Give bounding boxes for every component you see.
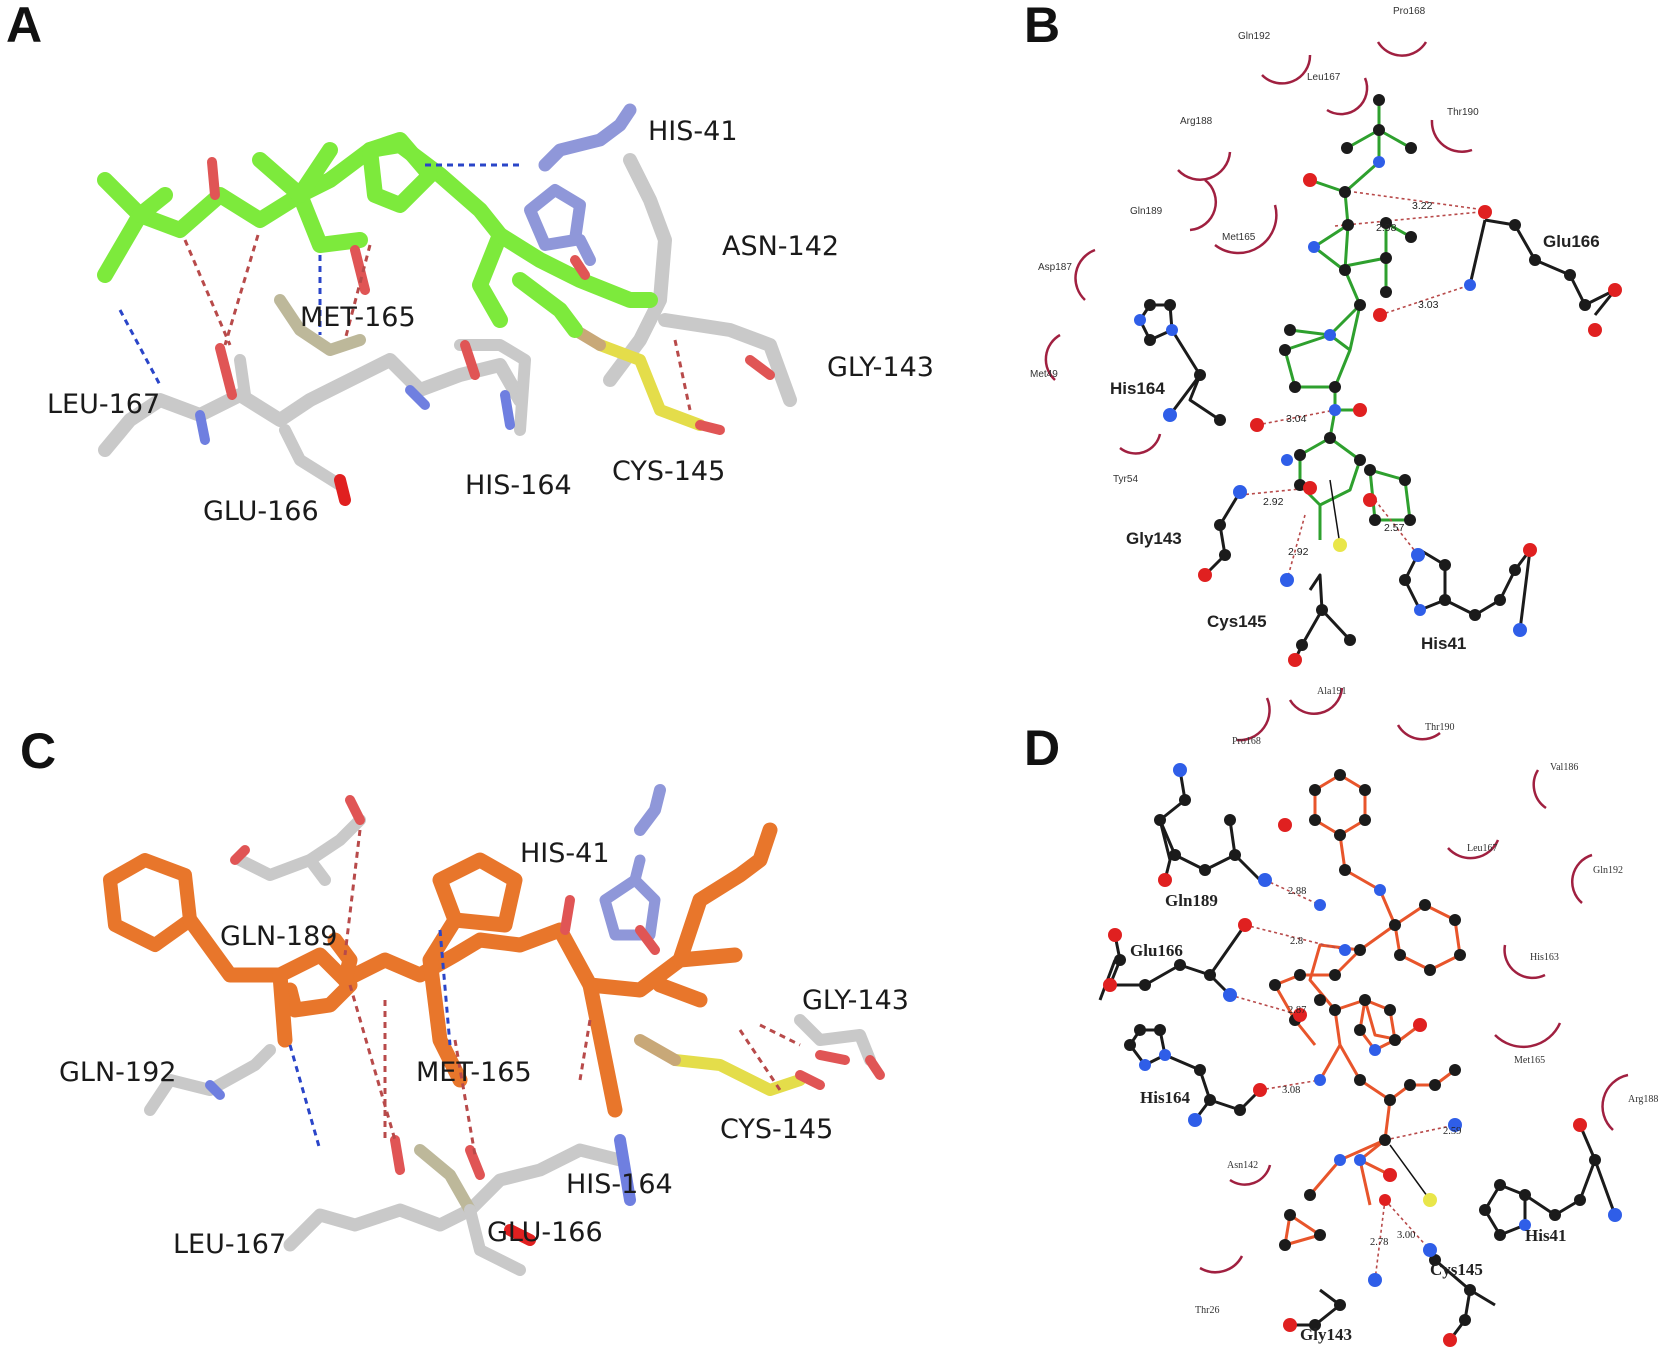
dist-b-5: 2.92 — [1263, 496, 1284, 508]
dist-b-1: 3.22 — [1412, 200, 1433, 212]
panel-b-hbonds — [1239, 191, 1486, 581]
dist-b-2: 2.98 — [1376, 222, 1397, 234]
dist-d-1: 2.88 — [1288, 886, 1306, 897]
label-a-his41: HIS-41 — [648, 116, 738, 147]
panel-d-atoms — [1103, 763, 1622, 1347]
panel-d: D — [1024, 686, 1658, 1347]
label-d-met165: Met165 — [1514, 1055, 1545, 1066]
label-b-arg188: Arg188 — [1180, 116, 1213, 127]
label-b-glu166: Glu166 — [1543, 232, 1600, 251]
panel-letter-c: C — [20, 723, 56, 779]
label-c-met165: MET-165 — [416, 1057, 532, 1088]
label-b-pro168: Pro168 — [1393, 6, 1426, 17]
panel-b-ligand-bonds — [1283, 100, 1413, 540]
dist-d-4: 2.59 — [1443, 1126, 1461, 1137]
label-d-arg188: Arg188 — [1628, 1094, 1658, 1105]
label-c-gln189: GLN-189 — [220, 921, 337, 952]
label-a-glu166: GLU-166 — [203, 496, 319, 527]
panel-b-atoms — [1134, 94, 1622, 667]
label-d-pro168: Pro168 — [1232, 736, 1261, 747]
label-a-his164: HIS-164 — [465, 470, 572, 501]
label-d-cys145: Cys145 — [1430, 1260, 1483, 1279]
panel-d-hydrophobic-arcs — [1199, 687, 1629, 1274]
panel-c: C — [20, 723, 909, 1276]
label-c-cys145: CYS-145 — [720, 1114, 833, 1145]
label-b-his41: His41 — [1421, 634, 1466, 653]
label-a-cys145: CYS-145 — [612, 456, 725, 487]
label-a-gly143: GLY-143 — [827, 352, 934, 383]
label-d-gly143: Gly143 — [1300, 1325, 1352, 1344]
label-d-thr190: Thr190 — [1425, 722, 1454, 733]
label-b-cys145: Cys145 — [1207, 612, 1267, 631]
panel-a-protein-sticks — [97, 103, 797, 506]
label-b-gln192: Gln192 — [1238, 31, 1271, 42]
label-d-his164: His164 — [1140, 1088, 1191, 1107]
label-b-thr190: Thr190 — [1447, 107, 1479, 118]
label-a-met165: MET-165 — [300, 302, 416, 333]
label-b-gly143: Gly143 — [1126, 529, 1182, 548]
panel-b-hydrophobic-arcs — [1044, 41, 1473, 455]
label-c-his164: HIS-164 — [566, 1169, 673, 1200]
label-d-glu166: Glu166 — [1130, 941, 1183, 960]
panel-d-labels: Gln189 Glu166 His164 His41 Cys145 Gly143… — [1130, 686, 1658, 1344]
panel-b-residue-bonds — [1138, 218, 1617, 661]
label-a-asn142: ASN-142 — [722, 231, 839, 262]
panel-letter-b: B — [1024, 0, 1060, 53]
panel-letter-a: A — [6, 0, 42, 53]
label-d-leu167: Leu167 — [1467, 843, 1498, 854]
dist-d-5: 3.00 — [1397, 1230, 1415, 1241]
panel-c-protein-sticks — [103, 784, 885, 1276]
dist-b-4: 3.04 — [1286, 413, 1307, 425]
panel-d-hbonds — [1229, 879, 1456, 1281]
label-b-leu167: Leu167 — [1307, 72, 1341, 83]
panel-a-labels: HIS-41 ASN-142 MET-165 GLY-143 LEU-167 G… — [47, 116, 934, 527]
dist-b-6: 2.92 — [1288, 546, 1309, 558]
label-b-met49: Met49 — [1030, 369, 1058, 380]
dist-d-2: 2.87 — [1288, 1005, 1306, 1016]
label-d-his163: His163 — [1530, 952, 1559, 963]
label-d-gln192: Gln192 — [1593, 865, 1623, 876]
panel-letter-d: D — [1024, 720, 1060, 776]
label-b-met165: Met165 — [1222, 232, 1256, 243]
label-d-thr26: Thr26 — [1195, 1305, 1219, 1316]
dist-d-6: 2.78 — [1370, 1237, 1388, 1248]
panel-c-labels: HIS-41 GLN-189 GLY-143 GLN-192 MET-165 C… — [59, 838, 909, 1260]
label-d-asn142: Asn142 — [1227, 1160, 1258, 1171]
dist-b-3: 3.03 — [1418, 299, 1439, 311]
panel-b-labels: Glu166 His164 Gly143 Cys145 His41 Pro168… — [1030, 6, 1600, 653]
dist-d-3: 3.08 — [1282, 1085, 1300, 1096]
label-b-gln189: Gln189 — [1130, 206, 1163, 217]
label-b-asp187: Asp187 — [1038, 262, 1072, 273]
dist-b-7: 2.57 — [1384, 522, 1405, 534]
label-d-val186: Val186 — [1550, 762, 1578, 773]
panel-b: B — [1024, 0, 1622, 667]
label-b-his164: His164 — [1110, 379, 1165, 398]
label-c-gln192: GLN-192 — [59, 1057, 176, 1088]
label-c-leu167: LEU-167 — [173, 1229, 286, 1260]
panel-a: A — [6, 0, 934, 527]
label-d-his41: His41 — [1525, 1226, 1567, 1245]
label-d-gln189: Gln189 — [1165, 891, 1218, 910]
label-b-tyr54: Tyr54 — [1113, 474, 1138, 485]
dist-d-7: 2.8 — [1290, 936, 1303, 947]
label-c-glu166: GLU-166 — [487, 1217, 603, 1248]
label-d-ala191: Ala191 — [1317, 686, 1346, 697]
panel-c-hbonds — [288, 829, 801, 1156]
label-c-gly143: GLY-143 — [802, 985, 909, 1016]
label-a-leu167: LEU-167 — [47, 389, 160, 420]
label-c-his41: HIS-41 — [520, 838, 610, 869]
panel-a-hbonds — [118, 163, 692, 411]
